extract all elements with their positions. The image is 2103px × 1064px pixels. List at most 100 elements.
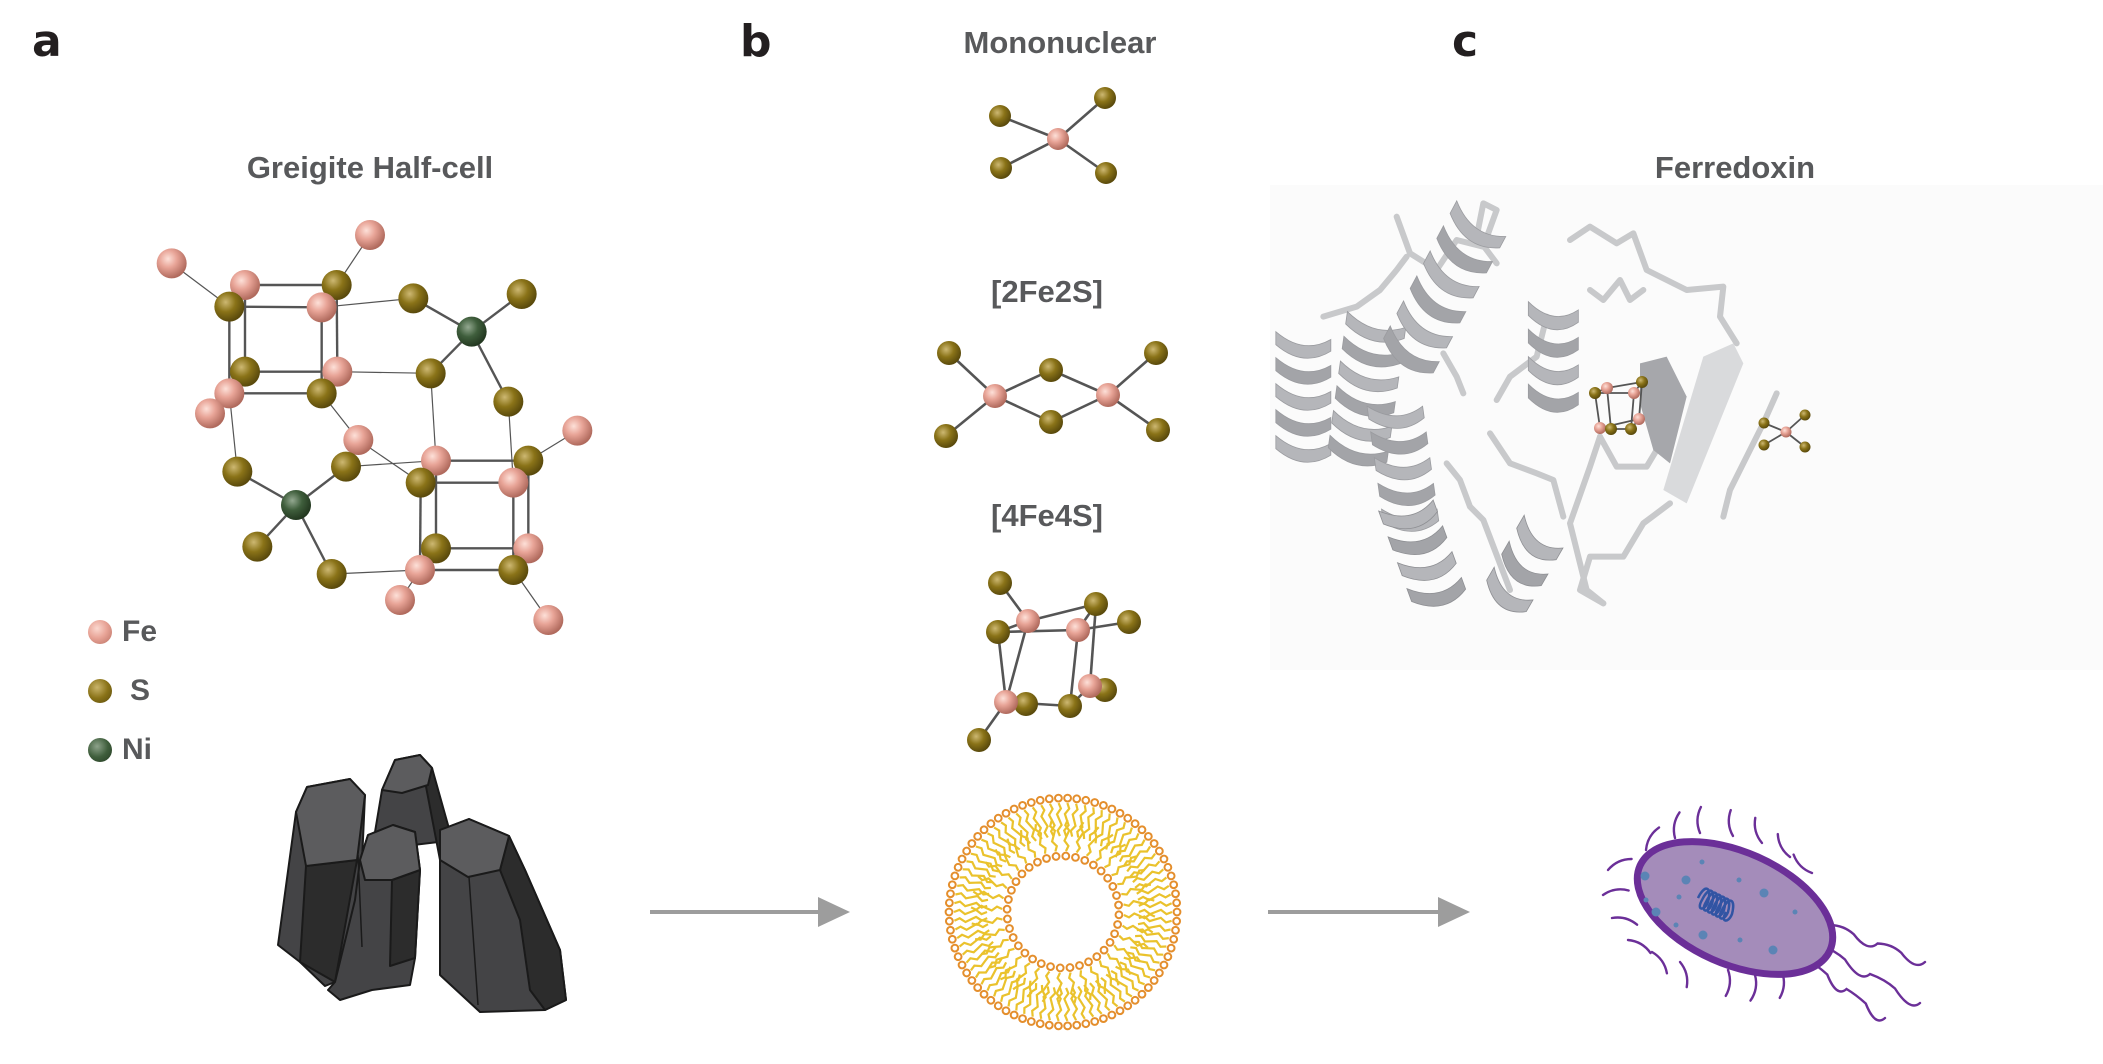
fe-atom	[1047, 128, 1069, 150]
lipid-tail	[1089, 982, 1103, 1015]
lipid-tail	[977, 875, 1008, 890]
lipid-tail	[1110, 827, 1133, 854]
lipid-head	[986, 995, 996, 1005]
lipid-tail	[1098, 960, 1120, 986]
lipid-head	[1042, 854, 1051, 863]
lipid-head	[986, 819, 996, 829]
fe-atom	[498, 467, 529, 498]
lipid-tail	[971, 916, 1003, 927]
granule	[1651, 907, 1661, 917]
lipid-tail	[1123, 912, 1156, 920]
granule	[1759, 888, 1769, 898]
lipid-head	[957, 854, 967, 864]
lipid-tail	[970, 904, 1003, 912]
lipid-head	[944, 898, 954, 908]
lipid-tail	[1006, 838, 1028, 864]
lipid-head	[1051, 852, 1061, 861]
fe-atom	[214, 378, 245, 409]
lipid-tail	[1023, 983, 1038, 1014]
granule	[1736, 877, 1742, 883]
lipid-tail	[1055, 987, 1064, 1022]
fe-atom	[1066, 618, 1090, 642]
lipid-tail	[1055, 972, 1063, 1005]
fe-atom	[405, 555, 435, 585]
s-atom	[1146, 418, 1170, 442]
lipid-head	[1071, 853, 1080, 862]
lipid-tail	[1137, 921, 1171, 932]
ferredoxin-ribbon	[1275, 199, 1811, 613]
lipid-tail	[1076, 805, 1087, 838]
granule	[1640, 871, 1650, 881]
lipid-tail	[1000, 974, 1021, 1002]
lipid-head	[1003, 914, 1012, 924]
lipid-tail	[1137, 892, 1172, 902]
lipid-head	[967, 976, 977, 985]
lipid-head	[1054, 1021, 1063, 1031]
lipid-head	[1113, 920, 1122, 929]
lipid-tail	[1069, 803, 1079, 837]
protein-loop	[1487, 430, 1567, 520]
lipid-head	[979, 989, 989, 999]
lipid-head	[1130, 995, 1140, 1005]
lipid-tail	[1088, 810, 1103, 841]
lipid-tail	[993, 970, 1016, 997]
s-atom	[1799, 409, 1811, 421]
protein-loop	[1320, 253, 1410, 320]
lipid-head	[1080, 856, 1090, 865]
lipid-head	[1171, 925, 1180, 935]
alpha-helix	[1275, 330, 1332, 463]
bond	[345, 460, 437, 468]
bacterium-icon	[1601, 805, 1927, 1022]
lipid-tail	[1121, 883, 1151, 896]
lipid-tail	[980, 961, 1008, 985]
lipid-tail	[1039, 986, 1050, 1019]
protein-loop	[1587, 277, 1647, 303]
lipid-head	[1035, 795, 1045, 805]
s-atom	[1014, 692, 1038, 716]
alpha-helix	[1377, 499, 1467, 607]
fe-atom	[322, 356, 353, 387]
fe-atom	[533, 605, 564, 635]
lipid-head	[1169, 934, 1179, 944]
lipid-head	[993, 813, 1003, 823]
fe-atom	[230, 270, 260, 300]
lipid-tail	[961, 941, 994, 956]
s-atom	[1117, 610, 1141, 634]
lipid-tail	[1012, 962, 1031, 991]
s-atom	[1058, 694, 1082, 718]
lipid-tail	[1123, 956, 1151, 979]
lipid-tail	[1110, 969, 1133, 998]
fe4s4-cluster	[967, 571, 1141, 752]
panel-letter-b: b	[740, 16, 772, 67]
lipid-head	[1166, 943, 1176, 953]
lipid-head	[1011, 877, 1021, 887]
lipid-tail	[1063, 819, 1071, 852]
pilus	[1626, 938, 1652, 955]
lipid-head	[946, 889, 955, 899]
lipid-tail	[986, 966, 1012, 992]
legend-label-fe: Fe	[122, 615, 158, 648]
lipid-tail	[1047, 803, 1056, 838]
granule	[1681, 875, 1691, 885]
s-atom-icon	[88, 679, 112, 703]
lipid-head	[1005, 924, 1014, 933]
lipid-head	[1115, 1006, 1125, 1016]
lipid-head	[1028, 954, 1038, 964]
beta-strand	[1663, 343, 1744, 504]
lipid-head	[1172, 898, 1182, 908]
lipid-tail	[974, 957, 1004, 979]
lipid-tail	[1130, 946, 1160, 964]
s-atom	[1636, 376, 1648, 388]
fe-atom	[195, 398, 225, 429]
lipid-tail	[1055, 802, 1063, 837]
lipid-tail	[1114, 832, 1140, 858]
fe-atom-icon	[88, 620, 112, 644]
pilus	[1610, 916, 1639, 926]
lipid-head	[1163, 862, 1173, 872]
granule	[1737, 937, 1743, 943]
granule	[1768, 945, 1778, 955]
lipid-tail	[999, 955, 1022, 981]
lipid-head	[1149, 976, 1159, 985]
lipid-head	[1044, 1020, 1054, 1030]
pilus	[1727, 808, 1735, 838]
